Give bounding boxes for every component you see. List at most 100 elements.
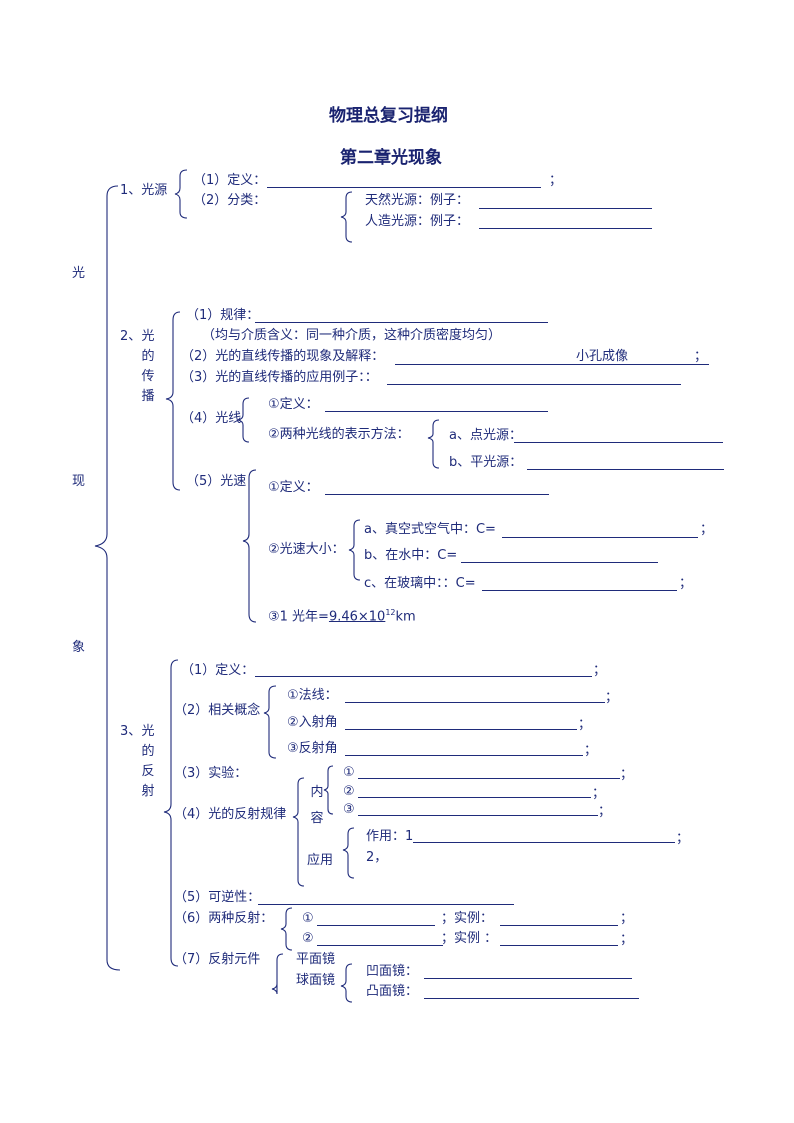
s2-water-blank[interactable] <box>461 562 658 563</box>
s1-definition-blank[interactable] <box>267 187 541 188</box>
s3-reflection-label: ③反射角 <box>287 741 338 756</box>
s1-classification-label: （2）分类： <box>193 193 267 208</box>
s3-concave-mirror-label: 凹面镜： <box>366 964 419 979</box>
section-3-prefix: 3、 <box>120 724 142 739</box>
s3-incidence-label: ②入射角 <box>287 715 338 730</box>
s3-content-label: 内容 <box>310 785 324 826</box>
section-1-label: 1、光源 <box>120 183 168 198</box>
s3-example-1-blank[interactable] <box>500 925 618 926</box>
s1-artificial-source-label: 人造光源：例子： <box>365 214 470 229</box>
s1-natural-source-blank[interactable] <box>479 208 652 209</box>
s3-normal-label: ①法线： <box>287 688 338 703</box>
s3-use-1-label: 作用：1 <box>366 829 414 844</box>
section-2-prefix: 2、 <box>120 329 142 344</box>
s2-vacuum-label: a、真空式空气中：C= <box>364 522 496 537</box>
s2-ray-definition-blank[interactable] <box>325 411 548 412</box>
s3-content-3-blank[interactable] <box>358 815 598 816</box>
s2-lightyear-exponent: 12 <box>385 608 396 617</box>
s3-use-1-blank[interactable] <box>413 842 675 843</box>
s3-convex-mirror-label: 凸面镜： <box>366 984 419 999</box>
s3-two-reflections-label: （6）两种反射： <box>174 911 274 926</box>
s2-application-blank[interactable] <box>387 384 681 385</box>
s3-incidence-blank[interactable] <box>345 729 577 730</box>
s2-glass-blank[interactable] <box>482 590 677 591</box>
s3-experiment-label: （3）实验： <box>174 766 248 781</box>
s2-ray-definition-label: ①定义： <box>268 397 319 412</box>
s2-parallel-source-blank[interactable] <box>527 469 724 470</box>
s1-definition-end: ； <box>549 173 563 188</box>
s3-definition-end: ； <box>593 663 607 678</box>
s3-use-2-label: 2， <box>366 850 388 865</box>
s2-lightyear-value: 9.46×10 <box>328 609 386 625</box>
s2-water-label: b、在水中：C= <box>364 548 458 563</box>
s2-rule-blank[interactable] <box>255 322 548 323</box>
s3-use-1-end: ； <box>676 831 690 846</box>
s3-reversibility-blank[interactable] <box>258 904 514 905</box>
s2-vacuum-blank[interactable] <box>502 537 698 538</box>
s2-application-label: （3）光的直线传播的应用例子：： <box>181 370 378 385</box>
s3-content-3-end: ； <box>598 804 612 819</box>
s3-normal-blank[interactable] <box>345 702 605 703</box>
s3-example-1-label: ；实例： <box>441 911 494 926</box>
s2-speed-size-label: ②光速大小： <box>268 542 345 557</box>
s1-definition-label: （1）定义： <box>193 173 267 188</box>
s2-glass-end: ； <box>679 576 693 591</box>
s3-incidence-end: ； <box>578 717 592 732</box>
side-char-1: 光 <box>72 266 86 281</box>
s3-example-2-label: ；实例 ： <box>441 931 498 946</box>
s2-ray-label: （4）光线 <box>181 411 242 426</box>
s3-plane-mirror-label: 平面镜 <box>296 952 336 967</box>
s3-content-1-end: ； <box>620 767 634 782</box>
s3-definition-label: （1）定义： <box>181 663 255 678</box>
s2-rule-label: （1）规律： <box>186 308 260 323</box>
s3-reflection-end: ； <box>584 743 598 758</box>
s3-convex-mirror-blank[interactable] <box>424 998 639 999</box>
s2-glass-label: c、在玻璃中：：C= <box>364 576 476 591</box>
s3-law-label: （4）光的反射规律 <box>174 807 287 822</box>
chapter-title: 第二章光现象 <box>340 148 442 168</box>
s3-reflection-type-1-blank[interactable] <box>317 925 435 926</box>
s2-point-source-blank[interactable] <box>514 442 723 443</box>
side-char-3: 象 <box>72 640 86 655</box>
s2-phenomenon-example: 小孔成像 <box>576 349 629 364</box>
s2-speed-definition-blank[interactable] <box>325 494 549 495</box>
s3-spherical-mirror-label: 球面镜 <box>296 973 336 988</box>
s1-natural-source-label: 天然光源：例子： <box>365 193 470 208</box>
s3-example-2-end: ； <box>620 932 634 947</box>
s2-parallel-source-label: b、平光源： <box>449 455 523 470</box>
s3-elements-label: （7）反射元件 <box>174 952 261 967</box>
s2-phenomenon-blank[interactable] <box>395 364 709 365</box>
s3-content-2-label: ② <box>343 784 355 799</box>
s3-reflection-blank[interactable] <box>345 755 583 756</box>
side-char-2: 现 <box>72 474 86 489</box>
section-3-label: 光的反射 <box>141 724 155 799</box>
s3-example-2-blank[interactable] <box>500 945 618 946</box>
s3-application-label: 应用 <box>307 853 334 868</box>
s2-point-source-label: a、点光源： <box>449 428 522 443</box>
s3-reflection-type-2-label: ② <box>302 931 314 946</box>
s2-lightyear-unit: km <box>395 609 416 625</box>
s3-reflection-type-2-blank[interactable] <box>317 945 443 946</box>
s3-content-1-label: ① <box>343 765 355 780</box>
s2-vacuum-end: ； <box>700 522 714 537</box>
s3-content-1-blank[interactable] <box>358 778 620 779</box>
s3-example-1-end: ； <box>620 911 634 926</box>
s2-speed-label: （5）光速 <box>186 474 247 489</box>
s2-ray-methods-label: ②两种光线的表示方法： <box>268 427 410 442</box>
s1-artificial-source-blank[interactable] <box>479 228 652 229</box>
s3-content-2-blank[interactable] <box>358 797 591 798</box>
s3-normal-end: ； <box>605 690 619 705</box>
s2-phenomenon-end: ； <box>694 349 708 364</box>
s3-concave-mirror-blank[interactable] <box>424 978 632 979</box>
s3-concepts-label: （2）相关概念 <box>174 703 261 718</box>
s3-definition-blank[interactable] <box>255 676 592 677</box>
s3-content-2-end: ； <box>592 786 606 801</box>
s2-lightyear: ③1 光年=9.46×1012km <box>268 605 416 625</box>
s2-speed-definition-label: ①定义： <box>268 480 319 495</box>
s3-reversibility-label: （5）可逆性： <box>174 890 261 905</box>
s2-uniform-note: （均与介质含义：同一种介质，这种介质密度均匀） <box>202 328 502 343</box>
